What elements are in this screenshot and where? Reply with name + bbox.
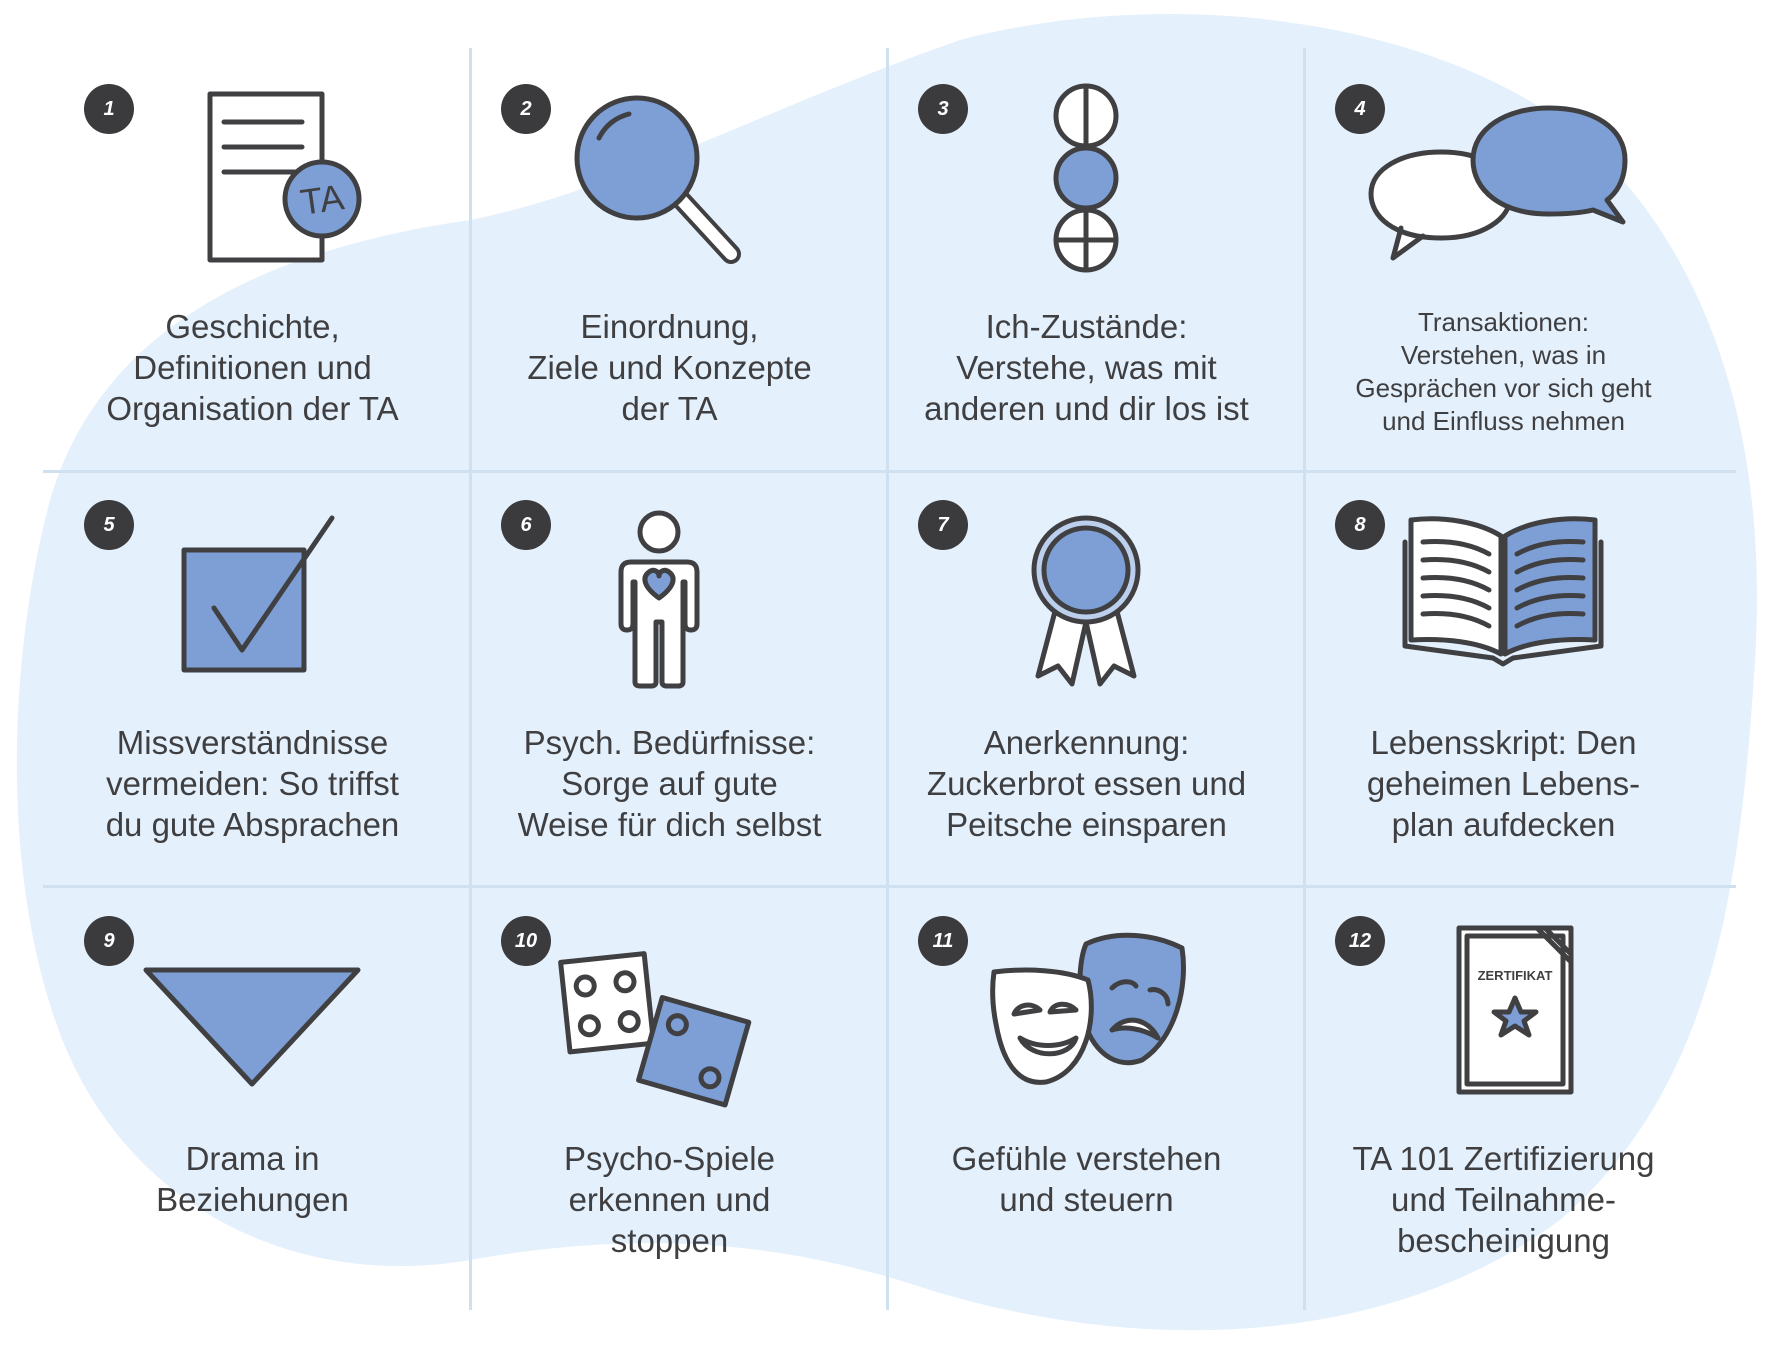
document-ta-icon-text: TA (298, 176, 347, 223)
module-card-2: 2 Einordnung, Ziele und Konzepte der TA (461, 44, 878, 460)
module-title: Psych. Bedürfnisse: Sorge auf gute Weise… (517, 724, 822, 843)
award-ribbon-icon (1031, 515, 1141, 687)
module-number-badge: 1 (84, 84, 134, 134)
module-card-11: 11 Gefühle verstehen und steuern (878, 876, 1295, 1292)
module-card-7: 7 Anerkennung: Zuckerbrot essen und Peit… (878, 460, 1295, 876)
document-ta-icon: TA (207, 91, 362, 263)
module-title: Gefühle verstehen und steuern (951, 1140, 1222, 1218)
module-title: Transaktionen: Verstehen, was in Gespräc… (1355, 307, 1652, 436)
module-card-6: 6 Psych. Bedürfnisse: Sorge auf gute Wei… (461, 460, 878, 876)
grid-divider-vertical-3 (1303, 48, 1306, 1310)
module-title: Drama in Beziehungen (156, 1140, 349, 1218)
person-heart-icon (618, 510, 700, 689)
module-card-1: 1 TA Geschichte, Definitionen und Organi… (44, 44, 461, 460)
module-number-badge: 12 (1335, 916, 1385, 966)
ego-states-icon (1053, 83, 1119, 273)
module-number-badge: 4 (1335, 84, 1385, 134)
speech-bubbles-icon (1368, 105, 1628, 261)
module-number-badge: 3 (918, 84, 968, 134)
module-number-badge: 11 (918, 916, 968, 966)
module-card-5: 5 Missverständnisse vermeiden: So triffs… (44, 460, 461, 876)
theater-masks-icon (990, 932, 1186, 1085)
module-number-badge: 2 (501, 84, 551, 134)
module-number-badge: 8 (1335, 500, 1385, 550)
grid-divider-horizontal-2 (43, 885, 1736, 888)
certificate-icon-text: ZERTIFIKAT (1478, 968, 1553, 983)
module-title: Ich-Zustände: Verstehe, was mit anderen … (924, 308, 1249, 427)
grid-divider-vertical-2 (886, 48, 889, 1310)
module-number-badge: 7 (918, 500, 968, 550)
module-title: Anerkennung: Zuckerbrot essen und Peitsc… (926, 724, 1247, 843)
dice-icon (558, 951, 752, 1108)
module-title: Psycho-Spiele erkennen und stoppen (564, 1140, 775, 1259)
module-card-3: 3 Ich-Zustände: Verstehe, was mit andere… (878, 44, 1295, 460)
grid-divider-vertical-1 (469, 48, 472, 1310)
certificate-icon: ZERTIFIKAT (1456, 925, 1574, 1095)
module-card-9: 9 Drama in Beziehungen (44, 876, 461, 1292)
checkbox-icon (181, 515, 335, 673)
grid-divider-horizontal-1 (43, 470, 1736, 473)
module-number-badge: 9 (84, 916, 134, 966)
module-card-8: 8 Lebensskript: Den geheimen Lebens- pla… (1295, 460, 1712, 876)
module-title: Einordnung, Ziele und Konzepte der TA (527, 308, 812, 427)
module-number-badge: 5 (84, 500, 134, 550)
module-title: Geschichte, Definitionen und Organisatio… (106, 308, 399, 427)
module-card-12: 12 ZERTIFIKAT TA 101 Zertifizierung und … (1295, 876, 1712, 1292)
module-card-10: 10 Psycho-Spiele erkennen und stoppen (461, 876, 878, 1292)
module-title: Lebensskript: Den geheimen Lebens- plan … (1366, 724, 1641, 843)
open-book-icon (1402, 516, 1604, 667)
triangle-icon (143, 967, 361, 1087)
module-number-badge: 6 (501, 500, 551, 550)
magnifier-icon (574, 95, 741, 264)
module-title: TA 101 Zertifizierung und Teilnahme- bes… (1352, 1140, 1655, 1259)
module-title: Missverständnisse vermeiden: So triffst … (105, 724, 400, 843)
module-number-badge: 10 (501, 916, 551, 966)
module-card-4: 4 Transaktionen: Verstehen, was in Gespr… (1295, 44, 1712, 460)
